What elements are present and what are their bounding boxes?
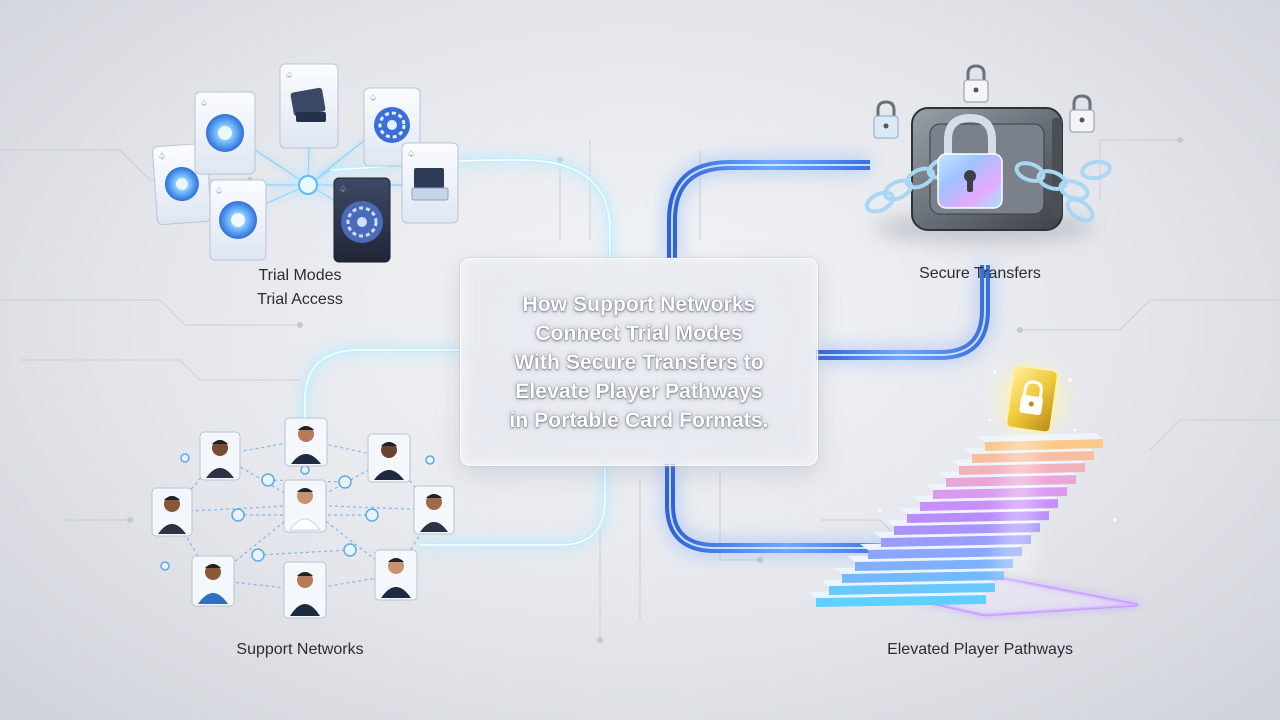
person-icon xyxy=(191,555,235,607)
padlock-icon xyxy=(963,64,989,103)
card-icon: ♤ xyxy=(333,177,391,263)
elevated-pathways-label: Elevated Player Pathways xyxy=(887,641,1073,658)
connector-support-to-center xyxy=(300,345,610,550)
stair-step-front xyxy=(829,583,995,595)
secure-transfers-label: Secure Transfers xyxy=(919,265,1041,282)
svg-text:♤: ♤ xyxy=(285,71,293,81)
trial-modes-label-line1: Trial Modes xyxy=(258,267,342,284)
card-icon: ♤ xyxy=(401,142,459,224)
padlock-icon xyxy=(937,113,1003,209)
center-title-line: in Portable Card Formats. xyxy=(509,408,769,432)
person-icon xyxy=(283,561,327,619)
svg-text:♤: ♤ xyxy=(339,185,347,195)
elevated-pathways-cluster xyxy=(808,365,1139,617)
trial-modes-label-line2: Trial Access xyxy=(257,291,343,308)
svg-text:♤: ♤ xyxy=(200,99,208,109)
person-icon xyxy=(413,485,455,535)
stair-step-front xyxy=(816,595,986,607)
card-icon: ♤ xyxy=(194,91,256,175)
svg-text:♤: ♤ xyxy=(215,187,223,197)
stair-step-front xyxy=(881,535,1031,547)
person-icon xyxy=(374,549,418,601)
stair-step-front xyxy=(855,559,1013,571)
center-title-line: How Support Networks xyxy=(522,292,756,316)
person-icon xyxy=(151,487,193,537)
card-icon: ♤ xyxy=(209,179,267,261)
person-icon xyxy=(199,431,241,481)
stair-step-top xyxy=(977,433,1103,442)
center-title-line: Connect Trial Modes xyxy=(535,321,743,345)
trial-modes-label: Trial Modes Trial Access xyxy=(220,264,380,312)
center-title: How Support Networks Connect Trial Modes… xyxy=(509,290,768,435)
person-icon xyxy=(283,479,327,533)
center-title-line: With Secure Transfers to xyxy=(514,350,764,374)
sparkles xyxy=(878,370,1117,522)
person-icon xyxy=(284,417,328,467)
padlock-icon xyxy=(873,100,899,139)
svg-text:♤: ♤ xyxy=(407,150,415,160)
connector-center-to-secure xyxy=(664,157,870,258)
trial-modes-cluster: ♤ ♤ ♤ ♤ ♤ xyxy=(152,63,459,263)
padlock-icon xyxy=(1069,94,1095,133)
center-title-line: Elevate Player Pathways xyxy=(515,379,763,403)
person-icon xyxy=(367,433,411,483)
center-title-panel: How Support Networks Connect Trial Modes… xyxy=(460,258,818,466)
secure-transfers-cluster xyxy=(864,64,1112,244)
card-icon: ♤ xyxy=(279,63,339,149)
network-nodes xyxy=(160,453,435,571)
svg-text:♤: ♤ xyxy=(369,94,377,104)
trial-hub-node xyxy=(298,175,318,195)
gold-card-lock-icon xyxy=(998,365,1066,434)
stair-step-front xyxy=(868,547,1022,559)
stair-step-front xyxy=(842,571,1004,583)
svg-text:♤: ♤ xyxy=(158,152,167,163)
support-networks-label: Support Networks xyxy=(236,641,364,658)
connector-center-to-stairs xyxy=(662,265,993,556)
support-networks-cluster xyxy=(151,417,455,619)
